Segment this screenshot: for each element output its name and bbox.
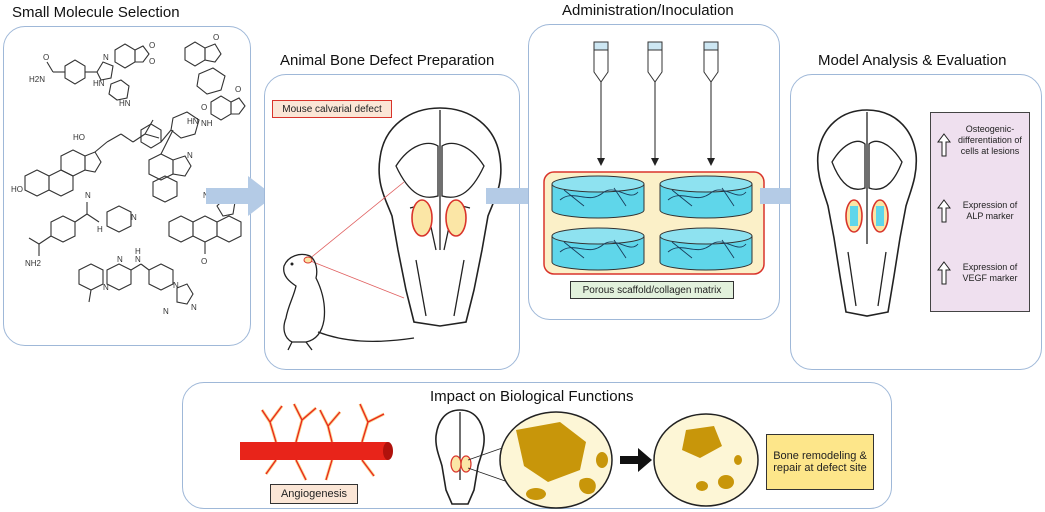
atom-label: N	[85, 191, 91, 200]
syringe-icon	[647, 41, 663, 166]
marker-box	[930, 112, 1030, 312]
scaffold-dish	[659, 227, 753, 271]
up-arrow-icon	[937, 133, 951, 157]
angiogenesis-label: Angiogenesis	[270, 484, 358, 504]
analyzed-skull-illustration	[816, 109, 918, 317]
atom-label: O	[149, 57, 155, 66]
atom-label: N	[187, 151, 193, 160]
scaffold-dish	[551, 227, 645, 271]
molecule-4: NH O N	[140, 103, 213, 203]
atom-label: HN	[187, 117, 199, 126]
up-arrow-icon	[937, 199, 951, 223]
atom-label: NH2	[25, 259, 42, 268]
atom-label: H	[97, 225, 103, 234]
scaffold-dish	[659, 175, 753, 219]
biological-impact-title: Impact on Biological Functions	[430, 388, 634, 405]
atom-label: O	[149, 41, 155, 50]
atom-label: O	[213, 33, 219, 42]
small-molecule-selection-panel	[3, 26, 251, 346]
flow-arrow-1	[206, 176, 274, 216]
molecule-structures-illustration: H2N O N HN O O HN O HN O HO HO	[11, 33, 246, 316]
molecule-3: HO HO	[11, 119, 160, 197]
atom-label: N	[173, 281, 179, 290]
bone-defect-preparation-title: Animal Bone Defect Preparation	[280, 52, 495, 69]
atom-label: N	[103, 283, 109, 292]
atom-label: HO	[73, 133, 85, 142]
mouse-skull-illustration	[378, 107, 502, 327]
small-molecule-selection-title: Small Molecule Selection	[12, 4, 180, 21]
scaffold-illustration	[543, 41, 765, 275]
atom-label: N	[117, 255, 123, 264]
atom-label: HO	[11, 185, 23, 194]
syringe-icon	[703, 41, 719, 166]
model-analysis-title: Model Analysis & Evaluation	[818, 52, 1007, 69]
marker-alp: Expression of ALP marker	[962, 200, 1018, 221]
atom-label: N	[191, 303, 197, 312]
mouse-illustration	[283, 181, 415, 351]
mouse-calvarial-defect-label: Mouse calvarial defect	[272, 100, 392, 118]
administration-title: Administration/Inoculation	[562, 2, 734, 19]
porous-scaffold-label: Porous scaffold/collagen matrix	[570, 281, 734, 299]
atom-label: N	[131, 213, 137, 222]
bone-remodeling-label: Bone remodeling & repair at defect site	[766, 434, 874, 490]
atom-label: O	[201, 257, 207, 266]
atom-label: O	[43, 53, 49, 62]
atom-label: HN	[119, 99, 131, 108]
molecule-7: N N N H N N N	[78, 247, 197, 316]
atom-label: H	[135, 247, 141, 256]
atom-label: O	[201, 103, 207, 112]
atom-label: NH	[201, 119, 213, 128]
atom-label: N	[135, 255, 141, 264]
marker-vegf: Expression of VEGF marker	[962, 262, 1018, 283]
syringe-icon	[593, 41, 609, 166]
up-arrow-icon	[937, 261, 951, 285]
atom-label: O	[235, 85, 241, 94]
atom-label: N	[163, 307, 169, 316]
atom-label: N	[103, 53, 109, 62]
atom-label: H2N	[29, 75, 45, 84]
blood-vessel-illustration	[240, 403, 393, 481]
molecule-6: NH2 N H N	[25, 191, 137, 268]
molecule-1: H2N O N HN O O HN	[29, 41, 155, 108]
bone-repair-illustration	[435, 409, 759, 509]
marker-osteogenic: Osteogenic-differentiation of cells at l…	[958, 124, 1022, 156]
molecule-2: O HN O	[184, 33, 246, 126]
atom-label: HN	[93, 79, 105, 88]
scaffold-dish	[551, 175, 645, 219]
